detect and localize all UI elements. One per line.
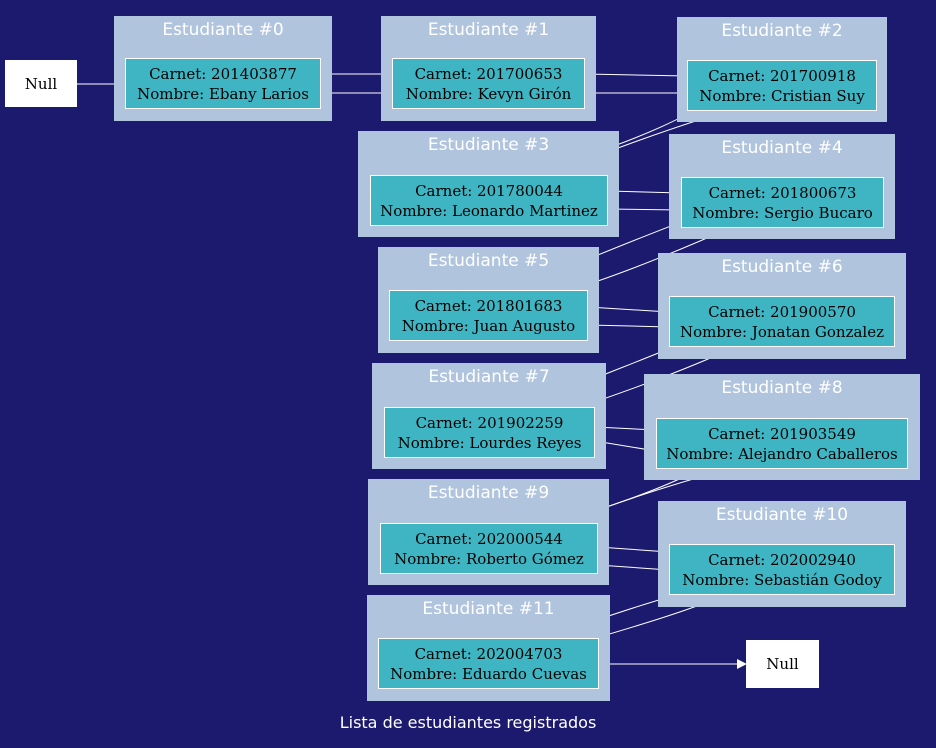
carnet-text: Carnet: 202004703 (414, 644, 563, 663)
nombre-text: Nombre: Sergio Bucaro (692, 203, 873, 222)
carnet-text: Carnet: 201700918 (708, 66, 856, 85)
carnet-text: Carnet: 201700653 (414, 64, 563, 83)
edge-2-to-1 (584, 69, 688, 80)
student-node-10[interactable]: Carnet: 202002940 Nombre: Sebastián Godo… (669, 544, 895, 595)
nombre-text: Nombre: Juan Augusto (401, 316, 576, 335)
null-start-node: Null (5, 60, 77, 107)
student-node-1[interactable]: Carnet: 201700653 Nombre: Kevyn Girón (392, 58, 585, 109)
nombre-text: Nombre: Lourdes Reyes (397, 433, 582, 452)
null-end-label: Null (766, 655, 799, 673)
cluster-title: Estudiante #11 (422, 599, 555, 619)
nombre-text: Nombre: Alejandro Caballeros (666, 444, 898, 463)
nombre-text: Nombre: Leonardo Martinez (380, 201, 598, 220)
cluster-title: Estudiante #1 (427, 20, 550, 40)
nombre-text: Nombre: Kevyn Girón (405, 84, 572, 103)
student-node-5[interactable]: Carnet: 201801683 Nombre: Juan Augusto (389, 290, 588, 341)
cluster-title: Estudiante #7 (428, 367, 550, 387)
cluster-title: Estudiante #10 (715, 505, 849, 525)
carnet-text: Carnet: 201801683 (414, 296, 563, 315)
carnet-text: Carnet: 201780044 (415, 181, 563, 200)
cluster-title: Estudiante #5 (427, 251, 550, 271)
nombre-text: Nombre: Ebany Larios (137, 84, 309, 103)
carnet-text: Carnet: 201900570 (708, 302, 856, 321)
edge-5-to-6 (587, 321, 670, 332)
cluster-title: Estudiante #6 (721, 257, 843, 277)
cluster-title: Estudiante #8 (721, 378, 843, 398)
student-node-7[interactable]: Carnet: 201902259 Nombre: Lourdes Reyes (384, 407, 595, 458)
carnet-text: Carnet: 201403877 (149, 64, 297, 83)
cluster-title: Estudiante #4 (721, 138, 843, 158)
student-node-9[interactable]: Carnet: 202000544 Nombre: Roberto Gómez (380, 523, 598, 574)
null-end-node: Null (746, 640, 819, 688)
cluster-title: Estudiante #2 (721, 21, 843, 41)
null-start-label: Null (24, 74, 58, 93)
edge-9-to-10 (597, 546, 670, 557)
nombre-text: Nombre: Sebastián Godoy (682, 570, 882, 589)
cluster-title: Estudiante #3 (427, 135, 550, 155)
student-node-11[interactable]: Carnet: 202004703 Nombre: Eduardo Cuevas (378, 638, 599, 689)
carnet-text: Carnet: 202002940 (708, 550, 856, 569)
nombre-text: Nombre: Cristian Suy (699, 86, 865, 105)
nombre-text: Nombre: Eduardo Cuevas (390, 664, 587, 683)
student-node-4[interactable]: Carnet: 201800673 Nombre: Sergio Bucaro (681, 177, 884, 228)
student-node-3[interactable]: Carnet: 201780044 Nombre: Leonardo Marti… (370, 175, 608, 226)
nombre-text: Nombre: Roberto Gómez (394, 549, 584, 568)
carnet-text: Carnet: 201902259 (415, 413, 564, 432)
student-node-0[interactable]: Carnet: 201403877 Nombre: Ebany Larios (125, 58, 321, 109)
edge-3-to-4 (607, 187, 682, 198)
edge-4-to-3 (607, 204, 682, 215)
student-node-8[interactable]: Carnet: 201903549 Nombre: Alejandro Caba… (656, 418, 908, 469)
nombre-text: Nombre: Jonatan Gonzalez (680, 322, 884, 341)
graph-caption: Lista de estudiantes registrados (339, 713, 597, 732)
carnet-text: Carnet: 202000544 (415, 529, 563, 548)
cluster-title: Estudiante #9 (427, 483, 550, 503)
student-node-2[interactable]: Carnet: 201700918 Nombre: Cristian Suy (687, 60, 877, 111)
carnet-text: Carnet: 201903549 (708, 424, 856, 443)
edge-10-to-9 (597, 560, 670, 571)
student-node-6[interactable]: Carnet: 201900570 Nombre: Jonatan Gonzal… (669, 296, 895, 347)
edge-6-to-5 (587, 302, 670, 313)
cluster-title: Estudiante #0 (162, 20, 284, 40)
carnet-text: Carnet: 201800673 (708, 183, 857, 202)
